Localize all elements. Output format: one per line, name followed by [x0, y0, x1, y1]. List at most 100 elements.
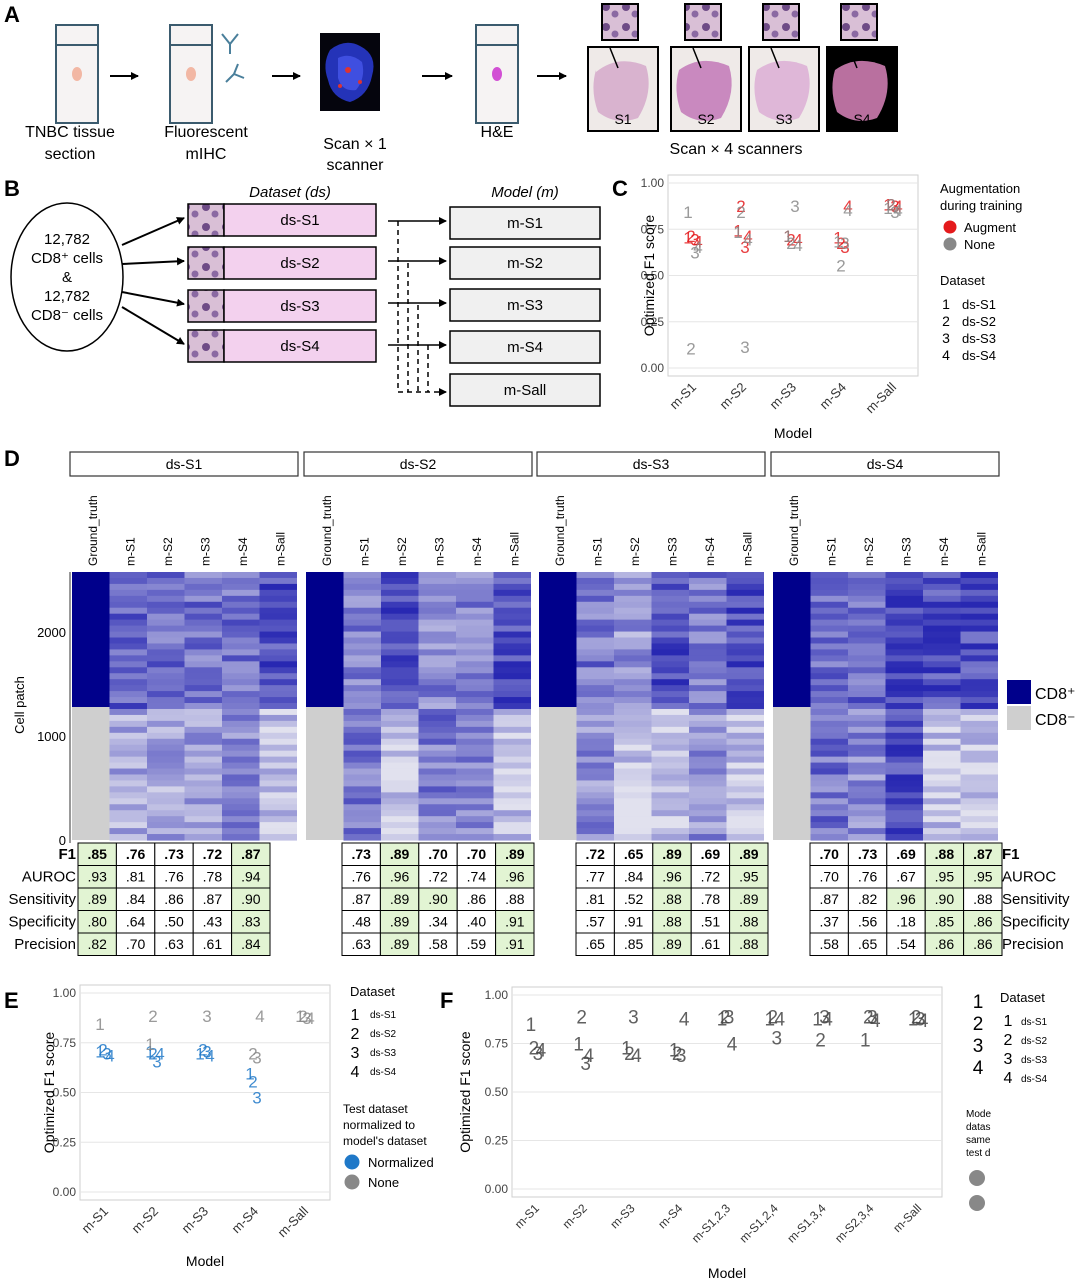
metric-value: .70 — [467, 846, 487, 862]
heatmap-cell — [381, 649, 419, 656]
y-axis-label: Optimized F1 score — [41, 1032, 57, 1154]
heatmap-cell — [810, 738, 848, 746]
metric-value: .51 — [701, 914, 721, 930]
data-point-label: 4 — [727, 1035, 738, 1056]
heatmap-cell — [222, 685, 260, 692]
data-point-label: 1 — [908, 1009, 919, 1030]
heatmap-cell — [810, 714, 848, 722]
heatmap-cell — [184, 822, 222, 829]
heatmap-model-column — [576, 572, 614, 841]
data-point-label: 4 — [583, 1046, 594, 1067]
dataset-box — [223, 289, 377, 323]
heatmap-cell — [493, 744, 531, 752]
heatmap-cell — [614, 774, 652, 782]
x-tick-label: m-S2,3,4 — [832, 1201, 877, 1246]
heatmap-cell — [614, 744, 652, 752]
y-tick-label: 0.25 — [641, 315, 665, 329]
metric-value: .63 — [164, 936, 184, 952]
heatmap-cell — [885, 804, 923, 811]
step2-line2: mIHC — [186, 146, 227, 163]
heatmap-cell — [651, 703, 689, 710]
heatmap-cell — [109, 708, 147, 716]
dataset-legend-key: 3 — [351, 1045, 360, 1062]
heatmap-cell — [689, 619, 727, 627]
heatmap-cell — [810, 649, 848, 656]
x-tick-label: m-S2 — [129, 1204, 162, 1237]
data-point-label: 4 — [793, 231, 802, 250]
heatmap-cell — [184, 810, 222, 817]
heatmap-cell — [960, 595, 998, 603]
heatmap-cell — [689, 786, 727, 793]
heatmap-cell — [923, 732, 961, 740]
heatmap-cell — [923, 583, 961, 591]
heatmap-cell — [614, 685, 652, 692]
dataset-patch-thumbnail — [187, 246, 225, 280]
dataset-patch-thumbnail — [187, 203, 225, 237]
heatmap-cell — [576, 619, 614, 627]
heatmap-cell — [381, 822, 419, 829]
heatmap-cell — [960, 738, 998, 746]
heatmap-cell — [456, 708, 494, 716]
heatmap-cell — [109, 625, 147, 633]
metric-value: .89 — [662, 936, 682, 952]
data-point-label: 2 — [576, 1007, 587, 1028]
heatmap-cell — [810, 750, 848, 758]
heatmap-cell — [614, 607, 652, 615]
heatmap-cell — [418, 637, 456, 645]
heatmap-cell — [381, 726, 419, 734]
heatmap-cell — [726, 607, 764, 615]
heatmap-cell — [222, 572, 260, 579]
heatmap-cell — [923, 822, 961, 829]
heatmap-cell — [810, 685, 848, 692]
heatmap-cell — [576, 744, 614, 752]
heatmap-cell — [923, 631, 961, 639]
heatmap-cell — [493, 816, 531, 823]
heatmap-cell — [184, 720, 222, 728]
heatmap-cell — [614, 762, 652, 770]
dataset-legend-key: 1 — [942, 296, 950, 312]
heatmap-cell — [222, 667, 260, 674]
metric-value: .59 — [467, 936, 487, 952]
heatmap-cell — [147, 643, 185, 651]
metric-value: .95 — [935, 869, 955, 885]
heatmap-cell — [726, 732, 764, 740]
heatmap-cell — [343, 703, 381, 710]
heatmap-cell — [960, 625, 998, 633]
heatmap-cell — [343, 810, 381, 817]
heatmap-cell — [810, 625, 848, 633]
heatmap-cell — [689, 697, 727, 704]
metric-value: .85 — [624, 936, 644, 952]
heatmap-cell — [614, 661, 652, 668]
heatmap-cell — [923, 726, 961, 734]
heatmap-cell — [493, 708, 531, 716]
heatmap-cell — [614, 619, 652, 627]
metric-value: .89 — [390, 936, 410, 952]
heatmap-cell — [493, 804, 531, 811]
heatmap-cell — [576, 738, 614, 746]
heatmap-cell — [576, 595, 614, 603]
metric-value: .76 — [351, 869, 371, 885]
model-box — [449, 330, 601, 364]
heatmap-cell — [960, 697, 998, 704]
legend-item-label: None — [964, 237, 995, 252]
data-point-label: 4 — [843, 201, 852, 220]
heatmap-cell — [810, 601, 848, 609]
scanner-label: S2 — [697, 111, 714, 127]
model-label: m-S3 — [507, 297, 543, 314]
heatmap-cell — [651, 613, 689, 621]
heatmap-cell — [418, 691, 456, 698]
step1-line2: section — [45, 146, 96, 163]
heatmap-cell — [184, 708, 222, 716]
metric-value: .89 — [87, 891, 107, 907]
heatmap-cell — [184, 607, 222, 615]
heatmap-cell — [848, 619, 886, 627]
heatmap-cell — [848, 679, 886, 686]
heatmap-cell — [848, 673, 886, 680]
heatmap-cell — [614, 792, 652, 799]
heatmap-cell — [184, 703, 222, 710]
heatmap-column-label: m-Sall — [507, 532, 521, 566]
ground-truth-negative-block — [773, 707, 811, 840]
heatmap-cell — [576, 589, 614, 597]
heatmap-cell — [493, 631, 531, 639]
